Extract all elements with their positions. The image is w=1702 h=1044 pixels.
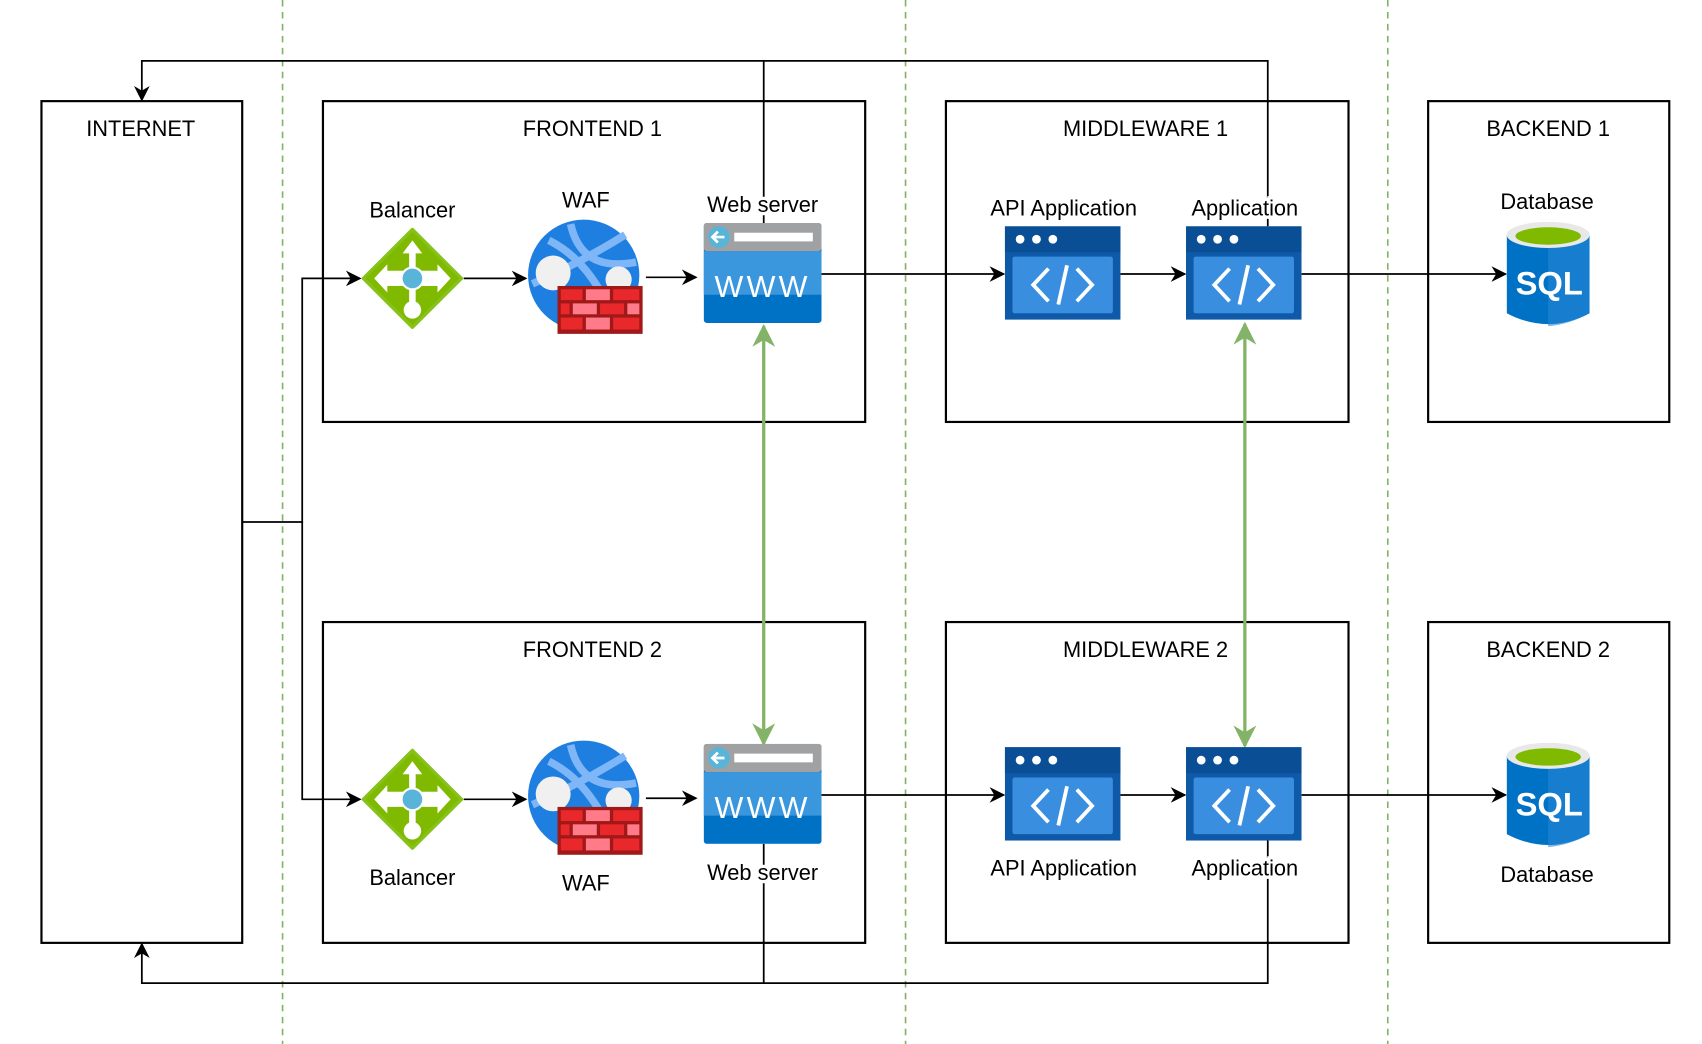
- code-application-icon: [1185, 226, 1302, 320]
- web-server-1-label: Web server: [707, 192, 818, 217]
- web-application-firewall-icon: [528, 220, 643, 334]
- database-1[interactable]: SQL Database: [1497, 186, 1597, 327]
- edge-app1-to-internet: [763, 60, 1269, 227]
- middleware-1-box[interactable]: MIDDLEWARE 1: [944, 100, 1350, 424]
- code-application-icon: [1004, 226, 1121, 320]
- sql-text: SQL: [1516, 786, 1583, 823]
- waf-2-label: WAF: [562, 871, 610, 896]
- frontend-2-box[interactable]: FRONTEND 2: [321, 620, 867, 944]
- load-balancer-icon: [361, 748, 464, 850]
- database-2-label: Database: [1500, 862, 1593, 887]
- frontend-1-box[interactable]: FRONTEND 1: [321, 100, 867, 424]
- application-1-label: Application: [1192, 195, 1299, 220]
- web-application-firewall-icon: [528, 741, 643, 855]
- edge-webserver2-to-internet: [133, 843, 765, 984]
- application-2-label: Application: [1192, 855, 1299, 880]
- database-1-label: Database: [1500, 189, 1593, 214]
- balancer-1[interactable]: Balancer: [361, 194, 464, 329]
- backend-1-title: BACKEND 1: [1486, 116, 1610, 141]
- middleware-1-title: MIDDLEWARE 1: [1063, 116, 1228, 141]
- waf-1-label: WAF: [562, 188, 610, 213]
- www-text: WWW: [714, 791, 810, 825]
- code-application-icon: [1004, 747, 1121, 841]
- web-server-2-label: Web server: [707, 860, 818, 885]
- edge-internet-to-balancer1: [242, 270, 362, 523]
- backend-2-title: BACKEND 2: [1486, 637, 1610, 662]
- frontend-1-title: FRONTEND 1: [523, 116, 662, 141]
- middleware-2-box[interactable]: MIDDLEWARE 2: [944, 620, 1350, 944]
- web-server-1[interactable]: WWW Web server: [703, 189, 822, 323]
- backend-1-box[interactable]: BACKEND 1: [1427, 100, 1671, 424]
- balancer-1-label: Balancer: [369, 198, 455, 223]
- www-text: WWW: [714, 270, 810, 304]
- backend-2-box[interactable]: BACKEND 2: [1427, 620, 1671, 944]
- application-2[interactable]: Application: [1185, 747, 1302, 884]
- database-2[interactable]: SQL Database: [1497, 742, 1597, 890]
- waf-1[interactable]: WAF: [528, 184, 643, 334]
- balancer-2[interactable]: Balancer: [361, 748, 464, 893]
- edge-app2-to-internet: [763, 839, 1269, 984]
- internet-title: INTERNET: [86, 116, 195, 141]
- edge-internet-to-balancer2: [301, 522, 362, 808]
- web-server-2[interactable]: WWW Web server: [703, 743, 822, 888]
- middleware-2-title: MIDDLEWARE 2: [1063, 637, 1228, 662]
- balancer-2-label: Balancer: [369, 865, 455, 890]
- api-application-2-label: API Application: [990, 855, 1137, 880]
- code-application-icon: [1185, 747, 1302, 841]
- api-application-2[interactable]: API Application: [987, 747, 1140, 884]
- api-application-1-label: API Application: [990, 195, 1137, 220]
- api-application-1[interactable]: API Application: [987, 192, 1140, 320]
- edge-webserver1-to-internet: [133, 60, 765, 223]
- waf-2[interactable]: WAF: [528, 741, 643, 899]
- frontend-2-title: FRONTEND 2: [523, 637, 662, 662]
- sql-text: SQL: [1516, 265, 1583, 302]
- application-1[interactable]: Application: [1185, 192, 1302, 320]
- internet-box[interactable]: INTERNET: [40, 100, 244, 944]
- load-balancer-icon: [361, 227, 464, 329]
